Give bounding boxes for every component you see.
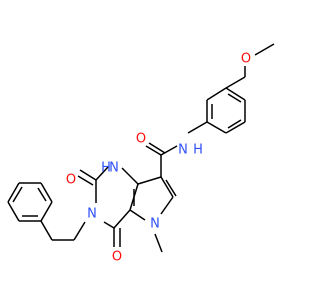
pyrrole-ring: N <box>129 176 177 253</box>
methoxyphenyl-ring <box>206 76 246 134</box>
molecule-structure: O N H O N H N N O <box>7 43 275 265</box>
pyrimidinedione-ring: H N N <box>87 161 139 229</box>
methoxy-oxygen-label: O <box>241 52 251 67</box>
methoxy-group: O <box>241 43 275 77</box>
n3-label: N <box>87 207 97 222</box>
amide-oxygen-label: O <box>136 132 146 147</box>
c4-oxygen-label: O <box>112 250 122 265</box>
amide-hydrogen-label: H <box>193 143 203 158</box>
n5-label: N <box>150 217 160 232</box>
c2-carbonyl: O <box>66 169 97 188</box>
amide-nitrogen-label: N <box>178 143 188 158</box>
benzyl-group <box>7 182 86 241</box>
ring-nh-nitrogen-label: N <box>109 161 119 176</box>
c2-oxygen-label: O <box>66 173 76 188</box>
c4-carbonyl: O <box>112 228 122 265</box>
amide-linkage: N H O <box>136 121 208 177</box>
ring-nh-hydrogen-label: H <box>101 161 111 176</box>
